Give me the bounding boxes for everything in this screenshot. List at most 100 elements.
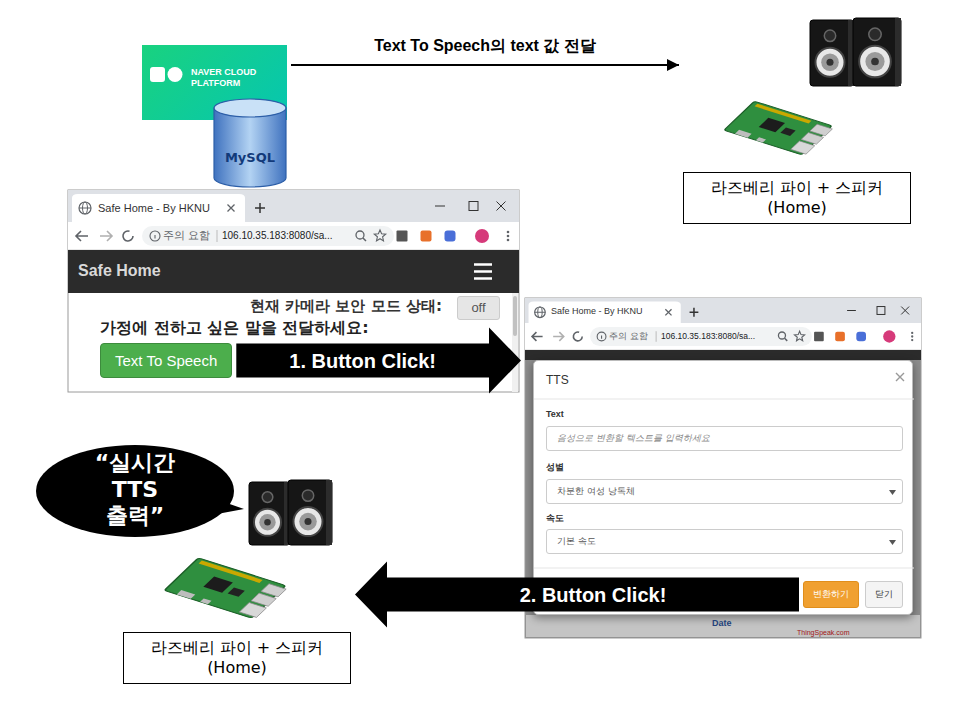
extension-icon bbox=[445, 231, 456, 242]
star-icon bbox=[795, 331, 805, 341]
zoom-icon bbox=[356, 231, 364, 239]
forward-icon bbox=[100, 231, 112, 241]
raspberry-pi-board bbox=[164, 558, 289, 619]
zoom-icon bbox=[785, 338, 788, 341]
ethernet-port bbox=[239, 603, 266, 618]
text-holder: Date bbox=[712, 618, 732, 628]
extension-icon bbox=[814, 332, 824, 342]
text-input: 음성으로 변환할 텍스트를 입력하세요 bbox=[546, 426, 903, 451]
menu-dots bbox=[507, 239, 510, 242]
separator bbox=[217, 230, 218, 242]
text-label: NAVER CLOUD PLATFORM bbox=[191, 67, 263, 90]
browser-tab bbox=[529, 302, 681, 323]
audio-jack bbox=[756, 137, 766, 142]
speaker-icon bbox=[853, 18, 901, 86]
address-bar bbox=[525, 323, 921, 350]
text-label: TTS bbox=[546, 373, 569, 387]
speaker-body bbox=[810, 20, 854, 86]
omnibox bbox=[590, 327, 812, 346]
text-label: 닫기 bbox=[875, 588, 893, 601]
speaker-side bbox=[895, 18, 901, 86]
hamburger-icon bbox=[474, 263, 492, 266]
caret-icon bbox=[889, 490, 896, 495]
cpu-chip bbox=[203, 577, 233, 593]
text-holder: Safe Home bbox=[78, 262, 161, 280]
text-label: Date bbox=[712, 618, 732, 628]
globe-icon bbox=[535, 312, 546, 313]
text-holder: 주의 요함 bbox=[163, 229, 210, 243]
info-icon bbox=[601, 336, 602, 339]
text-label: 라즈베리 파이 + 스피커 (Home) bbox=[134, 638, 340, 678]
text-holder: 주의 요함 bbox=[609, 331, 648, 343]
menu-dots bbox=[507, 231, 510, 234]
menu-dots bbox=[911, 335, 913, 337]
select-box: 기본 속도 bbox=[546, 529, 903, 554]
flow-arrow bbox=[291, 64, 679, 66]
divider bbox=[534, 399, 914, 400]
pcb bbox=[724, 101, 832, 155]
text-holder: NAVER CLOUD PLATFORM bbox=[191, 67, 263, 90]
text-holder: 106.10.35.183:8080/sa... bbox=[661, 331, 755, 341]
text-label: Safe Home bbox=[78, 262, 161, 280]
text-label: 기본 속도 bbox=[557, 530, 892, 553]
text-label: MySQL bbox=[213, 150, 287, 165]
hdmi-port bbox=[177, 590, 196, 599]
text-label: 차분한 여성 낭독체 bbox=[557, 480, 892, 503]
text-label: 음성으로 변환할 텍스트를 입력하세요 bbox=[557, 427, 892, 450]
modal-dialog: TTS Text 성별속도 음성으로 변환할 텍스트를 입력하세요차분한 여성 낭독체… bbox=[533, 360, 913, 615]
cylinder-body bbox=[214, 108, 286, 187]
submit-button: 변환하기 bbox=[803, 581, 859, 608]
lan-chip bbox=[780, 127, 795, 135]
text-holder: TTS bbox=[546, 373, 569, 387]
logo-square bbox=[150, 67, 165, 82]
globe-icon bbox=[535, 307, 546, 318]
maximize-icon bbox=[877, 307, 885, 315]
pcb bbox=[164, 558, 285, 618]
text-label: off bbox=[458, 297, 499, 319]
text-label: “실시간 TTS 출력” bbox=[79, 450, 191, 529]
text-label: ThingSpeak.com bbox=[797, 629, 850, 636]
ethernet-port bbox=[791, 141, 815, 154]
speaker-icon bbox=[288, 480, 332, 545]
text-label: 현재 카메라 보안 모드 상태: bbox=[250, 297, 442, 316]
text-label: 성별 bbox=[546, 461, 564, 474]
extension-icon bbox=[397, 231, 408, 242]
forward-icon bbox=[553, 332, 564, 341]
window-close-icon bbox=[497, 202, 506, 211]
speech-bubble: “실시간 TTS 출력” bbox=[35, 443, 245, 543]
tweeter bbox=[262, 492, 273, 503]
bubble-body bbox=[36, 445, 234, 537]
refresh-icon bbox=[123, 231, 133, 241]
maximize-icon bbox=[469, 202, 478, 211]
text-holder: 속도 bbox=[546, 512, 564, 525]
text-label: Text To Speech bbox=[115, 352, 217, 369]
extension-icon bbox=[856, 332, 866, 342]
speaker-icon bbox=[249, 482, 290, 545]
woofer-cone bbox=[259, 514, 275, 530]
minimize-icon bbox=[847, 310, 856, 311]
text-holder: Text bbox=[546, 409, 564, 419]
back-icon bbox=[76, 231, 88, 241]
tab-close-icon bbox=[228, 205, 235, 212]
label-box: 라즈베리 파이 + 스피커 (Home) bbox=[683, 172, 911, 224]
address-bar bbox=[68, 222, 519, 250]
info-icon bbox=[597, 332, 606, 341]
lan-chip bbox=[228, 587, 245, 596]
logo-circle bbox=[168, 67, 183, 82]
zoom-icon bbox=[363, 238, 366, 241]
tweeter bbox=[869, 28, 881, 40]
tweeter bbox=[824, 30, 835, 41]
edge-label: 2. Button Click! bbox=[520, 583, 667, 606]
hamburger-icon bbox=[474, 277, 492, 280]
device-group: 라즈베리 파이 + 스피커 (Home) bbox=[683, 15, 911, 224]
browser-tab bbox=[72, 194, 245, 222]
woofer-cap bbox=[871, 58, 879, 66]
new-tab-icon bbox=[255, 203, 265, 213]
text-label: 변환하기 bbox=[813, 588, 849, 601]
nav-bar bbox=[68, 250, 519, 293]
text-label: Text bbox=[546, 409, 564, 419]
speaker-body bbox=[249, 482, 290, 545]
text-label: 가정에 전하고 싶은 말을 전달하세요: bbox=[100, 318, 369, 339]
woofer-cap bbox=[264, 519, 271, 526]
title-bar bbox=[525, 298, 921, 323]
